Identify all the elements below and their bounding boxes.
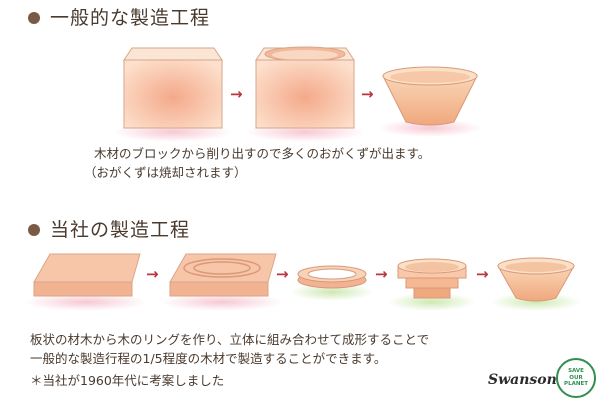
section1-description-line1: 木材のブロックから削り出すので多くのおがくずが出ます。 bbox=[94, 146, 431, 161]
section1-bullet bbox=[28, 12, 40, 24]
section1-heading: 一般的な製造工程 bbox=[50, 7, 211, 29]
process-arrow: → bbox=[476, 265, 489, 283]
process-arrow: → bbox=[375, 265, 388, 283]
section2-description-line2: 一般的な製造行程の1/5程度の木材で製造することができます。 bbox=[30, 351, 387, 366]
process-arrow: → bbox=[361, 85, 374, 103]
finished-bowl-illustration bbox=[378, 66, 482, 137]
section2-note: ＊当社が1960年代に考案しました bbox=[30, 373, 225, 388]
wood-block-illustration bbox=[113, 47, 233, 142]
wood-board-illustration bbox=[24, 253, 148, 311]
stacked-ring-bowl-illustration bbox=[388, 258, 476, 311]
ring-cut-board-illustration bbox=[160, 253, 284, 311]
save-our-planet-badge: SAVE OUR PLANET bbox=[556, 358, 596, 398]
carved-block-illustration bbox=[245, 46, 365, 142]
section2-description-line1: 板状の材木から木のリングを作り、立体に組み合わせて成形することで bbox=[30, 332, 430, 347]
swanson-logo: Swanson bbox=[488, 372, 557, 388]
section2-bullet bbox=[28, 224, 40, 236]
section1-description-line2: （おがくずは焼却されます） bbox=[84, 165, 247, 180]
process-arrow: → bbox=[276, 265, 289, 283]
process-arrow: → bbox=[230, 85, 243, 103]
swanson-logo-text: Swanson bbox=[488, 372, 557, 388]
wood-rings-illustration bbox=[290, 265, 374, 301]
process-arrow: → bbox=[146, 265, 159, 283]
finished-bowl-illustration bbox=[490, 257, 582, 311]
section2-heading: 当社の製造工程 bbox=[50, 219, 191, 241]
